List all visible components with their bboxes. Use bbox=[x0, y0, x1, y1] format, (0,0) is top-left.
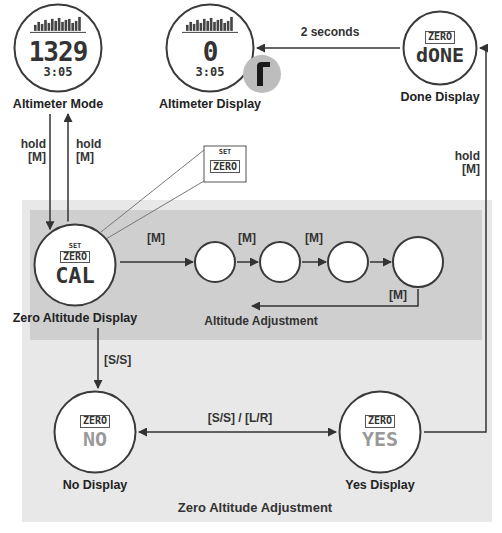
flow-arrow bbox=[257, 47, 400, 49]
watch-ring bbox=[15, 5, 102, 92]
step-label: [M] bbox=[384, 289, 412, 302]
flow-arrow bbox=[49, 114, 51, 229]
graph-bar bbox=[186, 25, 189, 31]
step-label: Altitude Adjustment bbox=[186, 315, 336, 328]
lcd-text: ZERO bbox=[80, 415, 110, 428]
step-label: [M] bbox=[141, 232, 171, 245]
callout-text: ZERO bbox=[205, 160, 245, 173]
callout-box bbox=[204, 146, 246, 182]
display-name: Altimeter Mode bbox=[13, 97, 103, 111]
graph-bar bbox=[54, 21, 57, 31]
graph-bar bbox=[217, 20, 220, 31]
hand-icon-disc bbox=[243, 55, 281, 93]
lcd-text: 1329 bbox=[29, 39, 88, 66]
display-face: 03:05 bbox=[165, 3, 255, 93]
display-name: Yes Display bbox=[345, 478, 415, 492]
callout-leaders bbox=[101, 150, 204, 239]
graph-bar bbox=[68, 19, 71, 31]
display-face: SETZEROCAL bbox=[33, 223, 117, 307]
display-name: No Display bbox=[63, 478, 128, 492]
watch-ring bbox=[340, 392, 421, 473]
graph-bar bbox=[44, 20, 47, 31]
lcd-text: ZERO bbox=[60, 251, 90, 264]
lcd-text: NO bbox=[83, 429, 107, 450]
graph-bar bbox=[75, 21, 78, 31]
graph-bar bbox=[193, 24, 196, 31]
graph-bar bbox=[196, 20, 199, 31]
flow-arrow bbox=[139, 431, 336, 433]
graph-bar bbox=[65, 20, 68, 31]
flow-arrow bbox=[424, 48, 486, 432]
lcd-text: dONE bbox=[416, 45, 464, 66]
graph-bar bbox=[61, 22, 64, 31]
edge-label: hold [M] bbox=[8, 138, 46, 164]
graph-bar bbox=[78, 17, 81, 31]
graph-bar bbox=[51, 19, 54, 31]
graph-bar bbox=[37, 22, 40, 31]
display-face: ZEROYES bbox=[338, 390, 422, 474]
display-name: Done Display bbox=[400, 90, 479, 104]
watch-ring bbox=[404, 12, 477, 85]
lcd-text: ZERO bbox=[425, 31, 455, 44]
graph-bar bbox=[41, 24, 44, 31]
watch-display: ZEROYESYes Display bbox=[338, 390, 422, 474]
graph-bar bbox=[230, 17, 233, 31]
graph-base bbox=[182, 32, 238, 33]
lcd-text: 0 bbox=[203, 39, 218, 66]
graph-bar bbox=[227, 21, 230, 31]
graph-base bbox=[30, 32, 86, 33]
display-name: Zero Altitude Display bbox=[13, 311, 138, 325]
lcd-text: CAL bbox=[55, 264, 95, 287]
flow-arrow bbox=[97, 328, 99, 388]
edge-label: hold [M] bbox=[440, 150, 480, 176]
graph-bar bbox=[210, 18, 213, 31]
graph-bar bbox=[213, 22, 216, 31]
lcd-text: 3:05 bbox=[44, 66, 73, 79]
lcd-text: ZERO bbox=[365, 415, 395, 428]
display-face: ZEROdONE bbox=[402, 10, 478, 86]
graph-bar bbox=[220, 19, 223, 31]
watch-display: SETZEROCALZero Altitude Display bbox=[33, 223, 117, 307]
graph-bar bbox=[48, 23, 51, 31]
step-label: [M] bbox=[299, 232, 329, 245]
watch-ring bbox=[167, 5, 254, 92]
edge-label: [S/S] bbox=[104, 354, 154, 367]
watch-display: 13293:05Altimeter Mode bbox=[13, 3, 103, 93]
lcd-text: 3:05 bbox=[196, 66, 225, 79]
lcd-text: SET bbox=[69, 243, 82, 250]
graph-bar bbox=[223, 23, 226, 31]
watch-display: ZEROdONEDone Display bbox=[402, 10, 478, 86]
display-face: 13293:05 bbox=[13, 3, 103, 93]
watch-ring bbox=[35, 225, 116, 306]
display-name: Altimeter Display bbox=[159, 97, 261, 111]
edge-label: 2 seconds bbox=[290, 26, 370, 39]
watch-display: ZERONONo Display bbox=[53, 390, 137, 474]
hand-icon-finger bbox=[257, 62, 270, 86]
graph-bar bbox=[71, 23, 74, 31]
display-face: ZERONO bbox=[53, 390, 137, 474]
callout-box-text: ZERO bbox=[210, 160, 240, 173]
lcd-text: YES bbox=[362, 429, 398, 450]
watch-ring bbox=[55, 392, 136, 473]
outer-band bbox=[22, 200, 492, 522]
flow-arrow bbox=[67, 114, 69, 222]
graph-bar bbox=[34, 25, 37, 31]
caption: Zero Altitude Adjustment bbox=[60, 500, 450, 515]
graph-bar bbox=[206, 21, 209, 31]
graph-bar bbox=[58, 18, 61, 31]
watch-display: 03:05Altimeter Display bbox=[165, 3, 255, 93]
callout-text: SET bbox=[205, 149, 245, 157]
adjust-arrows bbox=[120, 262, 418, 306]
edge-label: [S/S] / [L/R] bbox=[170, 412, 310, 425]
graph-bar bbox=[189, 22, 192, 31]
step-label: [M] bbox=[232, 232, 262, 245]
graph-bar bbox=[200, 23, 203, 31]
edge-label: hold [M] bbox=[76, 138, 114, 164]
graph-bar bbox=[203, 19, 206, 31]
